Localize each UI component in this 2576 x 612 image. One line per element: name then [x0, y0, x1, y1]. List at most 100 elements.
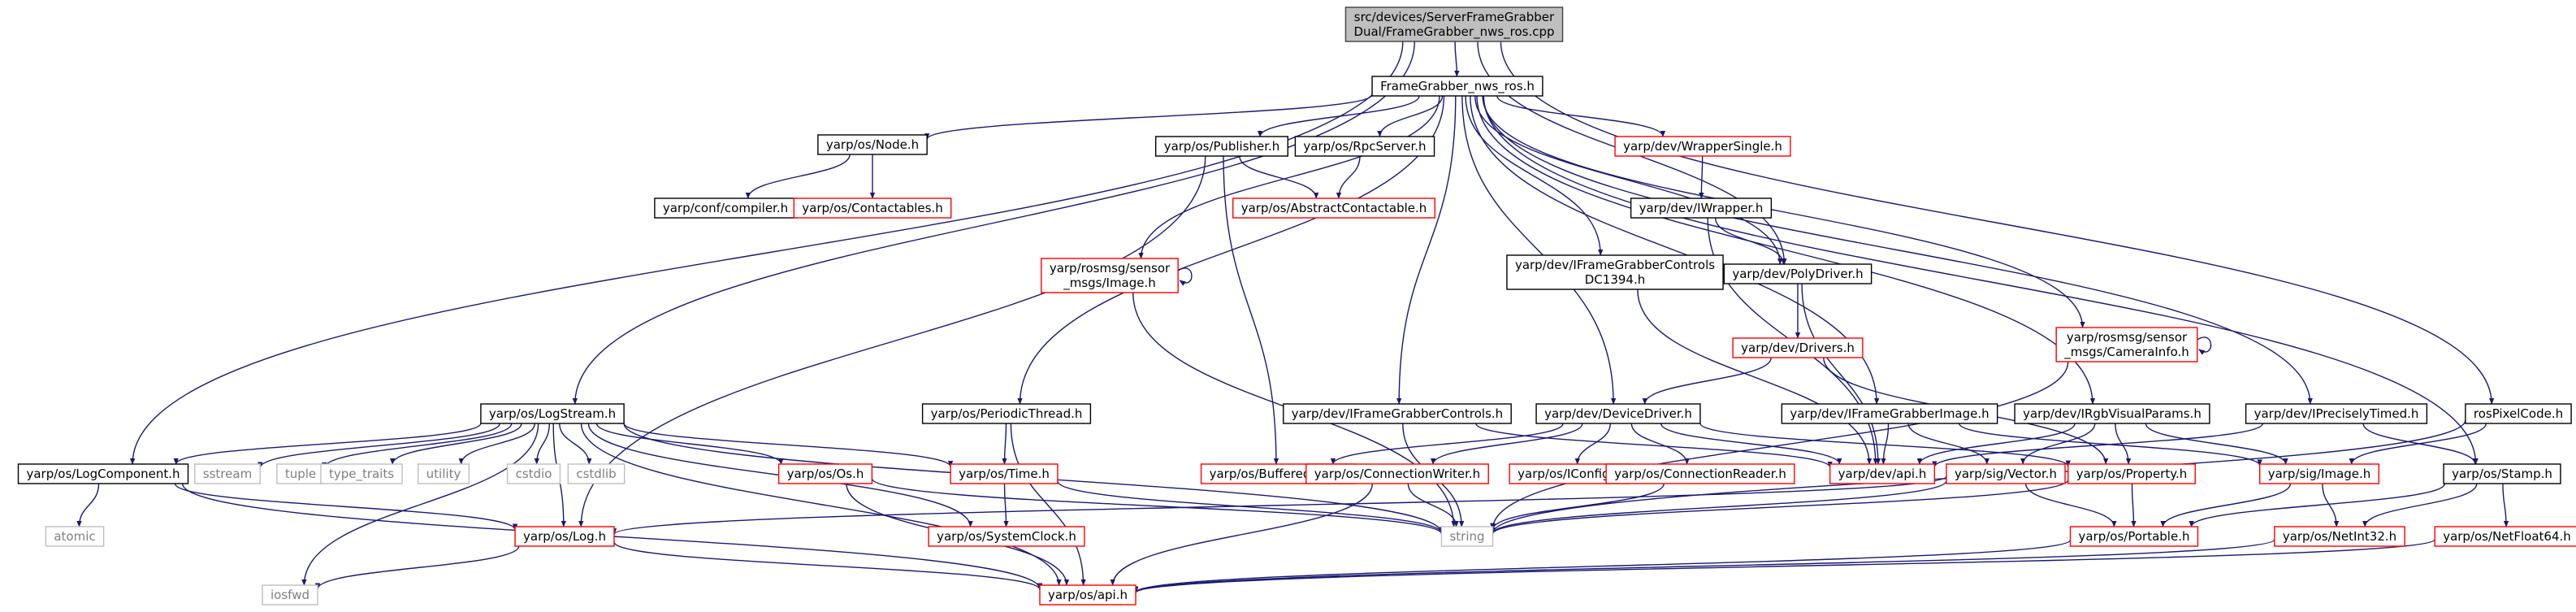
node-label: _msgs/Image.h: [1063, 276, 1156, 291]
node-label: yarp/os/AbstractContactable.h: [1241, 201, 1427, 215]
edge-rosmsg-image-to-rosmsg-image: [1177, 267, 1193, 286]
node-label: src/devices/ServerFrameGrabber: [1354, 10, 1555, 24]
edge-logstream-to-utility: [458, 423, 535, 465]
node-os-h[interactable]: yarp/os/Os.h: [777, 463, 873, 484]
node-netfloat64[interactable]: yarp/os/NetFloat64.h: [2434, 526, 2576, 547]
node-root[interactable]: src/devices/ServerFrameGrabberDual/Frame…: [1344, 7, 1564, 42]
node-time-h[interactable]: yarp/os/Time.h: [950, 463, 1059, 484]
node-iwrapper[interactable]: yarp/dev/IWrapper.h: [1630, 197, 1773, 219]
node-drivers-h[interactable]: yarp/dev/Drivers.h: [1732, 337, 1864, 358]
edge-stamp-h-to-portable-h: [2189, 483, 2446, 527]
node-label: utility: [426, 467, 461, 481]
node-publisher-h[interactable]: yarp/os/Publisher.h: [1154, 136, 1289, 157]
node-periodicthread[interactable]: yarp/os/PeriodicThread.h: [921, 403, 1092, 424]
edge-rosmsg-caminfo-to-rosmsg-caminfo: [2197, 336, 2212, 355]
edge-stamp-h-to-netint32: [2362, 483, 2478, 527]
node-ifgimage[interactable]: yarp/dev/IFrameGrabberImage.h: [1781, 403, 1998, 424]
node-label: sstream: [203, 467, 252, 481]
node-label: yarp/os/NetInt32.h: [2283, 529, 2396, 544]
edge-log-h-to-os-api: [613, 541, 1043, 591]
edge-logstream-to-cstdio: [534, 423, 550, 465]
edge-fg-nws-ros-h-to-node-h: [924, 93, 1373, 141]
edge-property-h-to-string: [1490, 479, 2069, 535]
node-conf-compiler[interactable]: yarp/conf/compiler.h: [654, 197, 797, 219]
node-box: [1605, 463, 1795, 484]
node-label: DC1394.h: [1585, 272, 1645, 287]
node-rosmsg-caminfo[interactable]: yarp/rosmsg/sensor_msgs/CameraInfo.h: [2055, 327, 2198, 362]
node-sig-image[interactable]: yarp/sig/Image.h: [2258, 463, 2380, 484]
node-label: yarp/os/IConfig.h: [1517, 467, 1621, 481]
node-devicedriver[interactable]: yarp/dev/DeviceDriver.h: [1535, 403, 1701, 424]
node-box: [514, 526, 615, 547]
node-box: [45, 526, 105, 547]
node-label: yarp/dev/Drivers.h: [1741, 341, 1855, 355]
node-box: [817, 134, 928, 155]
node-contactables[interactable]: yarp/os/Contactables.h: [793, 197, 952, 219]
edge-logstream-to-type-traits: [389, 423, 522, 465]
node-logcomponent[interactable]: yarp/os/LogComponent.h: [17, 463, 189, 484]
node-label: yarp/os/NetFloat64.h: [2443, 529, 2571, 544]
node-string: string: [1440, 526, 1494, 547]
edge-fg-nws-ros-h-to-wrappersingle-h: [1496, 95, 1666, 137]
node-label: yarp/os/ConnectionWriter.h: [1314, 467, 1480, 481]
edge-sig-image-to-portable-h: [2160, 483, 2292, 527]
node-connwriter[interactable]: yarp/os/ConnectionWriter.h: [1305, 463, 1489, 484]
node-netint32[interactable]: yarp/os/NetInt32.h: [2274, 526, 2405, 547]
node-abstractcontactable[interactable]: yarp/os/AbstractContactable.h: [1232, 197, 1435, 219]
node-tuple: tuple: [276, 463, 325, 484]
node-rpcserver-h[interactable]: yarp/os/RpcServer.h: [1294, 136, 1435, 157]
node-ifgcontrols[interactable]: yarp/dev/IFrameGrabberControls.h: [1283, 403, 1512, 424]
edge-rpcserver-h-to-abstractcontactable: [1336, 155, 1361, 199]
node-log-h[interactable]: yarp/os/Log.h: [514, 526, 615, 547]
node-portable-h[interactable]: yarp/os/Portable.h: [2069, 526, 2199, 547]
node-label: yarp/dev/IFrameGrabberControls: [1515, 258, 1715, 272]
edge-fg-nws-ros-h-to-rosmsg-image: [1138, 95, 1440, 259]
node-label: yarp/dev/IPreciselyTimed.h: [2254, 406, 2419, 421]
node-connreader[interactable]: yarp/os/ConnectionReader.h: [1605, 463, 1795, 484]
edge-node-h-to-conf-compiler: [745, 154, 851, 199]
edge-netint32-to-os-api: [1133, 539, 2275, 594]
node-box: [1440, 526, 1494, 547]
node-dev-api[interactable]: yarp/dev/api.h: [1829, 463, 1936, 484]
node-label: yarp/os/RpcServer.h: [1303, 139, 1426, 154]
edge-fg-nws-ros-h-to-devicedriver: [1461, 95, 1617, 405]
node-box: [567, 463, 626, 484]
edge-sig-image-to-netint32: [2322, 483, 2340, 527]
node-box: [1039, 584, 1136, 605]
edge-fg-nws-ros-h-to-rosmsg-caminfo: [1482, 95, 2085, 328]
node-irgbvisual[interactable]: yarp/dev/IRgbVisualParams.h: [2014, 403, 2210, 424]
node-iprecisely[interactable]: yarp/dev/IPreciselyTimed.h: [2245, 403, 2428, 424]
node-box: [950, 463, 1059, 484]
node-os-api[interactable]: yarp/os/api.h: [1039, 584, 1136, 605]
node-rosmsg-image[interactable]: yarp/rosmsg/sensor_msgs/Image.h: [1041, 258, 1179, 293]
node-box: [777, 463, 873, 484]
edge-wrappersingle-h-to-iwrapper: [1699, 155, 1704, 199]
edge-fg-nws-ros-h-to-ifg-1394: [1465, 95, 1604, 256]
edge-devicedriver-to-property-h: [1699, 423, 2071, 467]
node-box: [2014, 403, 2210, 424]
node-property-h[interactable]: yarp/os/Property.h: [2067, 463, 2196, 484]
edge-connwriter-to-os-api: [1110, 483, 1374, 586]
node-label: yarp/os/SystemClock.h: [937, 529, 1076, 544]
node-box: [2443, 463, 2561, 484]
edge-periodicthread-to-os-api: [1010, 423, 1086, 586]
node-stamp-h[interactable]: yarp/os/Stamp.h: [2443, 463, 2561, 484]
node-cstdlib: cstdlib: [567, 463, 626, 484]
node-sstream: sstream: [194, 463, 261, 484]
node-node-h[interactable]: yarp/os/Node.h: [817, 134, 928, 155]
node-box: [1506, 254, 1724, 290]
node-systemclock[interactable]: yarp/os/SystemClock.h: [928, 526, 1085, 547]
node-box: [2274, 526, 2405, 547]
node-sig-vector[interactable]: yarp/sig/Vector.h: [1946, 463, 2066, 484]
node-label: yarp/os/Contactables.h: [802, 201, 942, 215]
node-type-traits: type_traits: [320, 463, 403, 484]
node-logstream[interactable]: yarp/os/LogStream.h: [480, 403, 625, 424]
edge-ifgimage-to-sig-vector: [1907, 423, 1989, 465]
node-wrappersingle-h[interactable]: yarp/dev/WrapperSingle.h: [1614, 136, 1791, 157]
node-rospixelcode[interactable]: rosPixelCode.h: [2465, 403, 2572, 424]
node-polydriver[interactable]: yarp/dev/PolyDriver.h: [1723, 263, 1872, 284]
node-fg-nws-ros-h[interactable]: FrameGrabber_nws_ros.h: [1371, 76, 1543, 97]
node-box: [320, 463, 403, 484]
